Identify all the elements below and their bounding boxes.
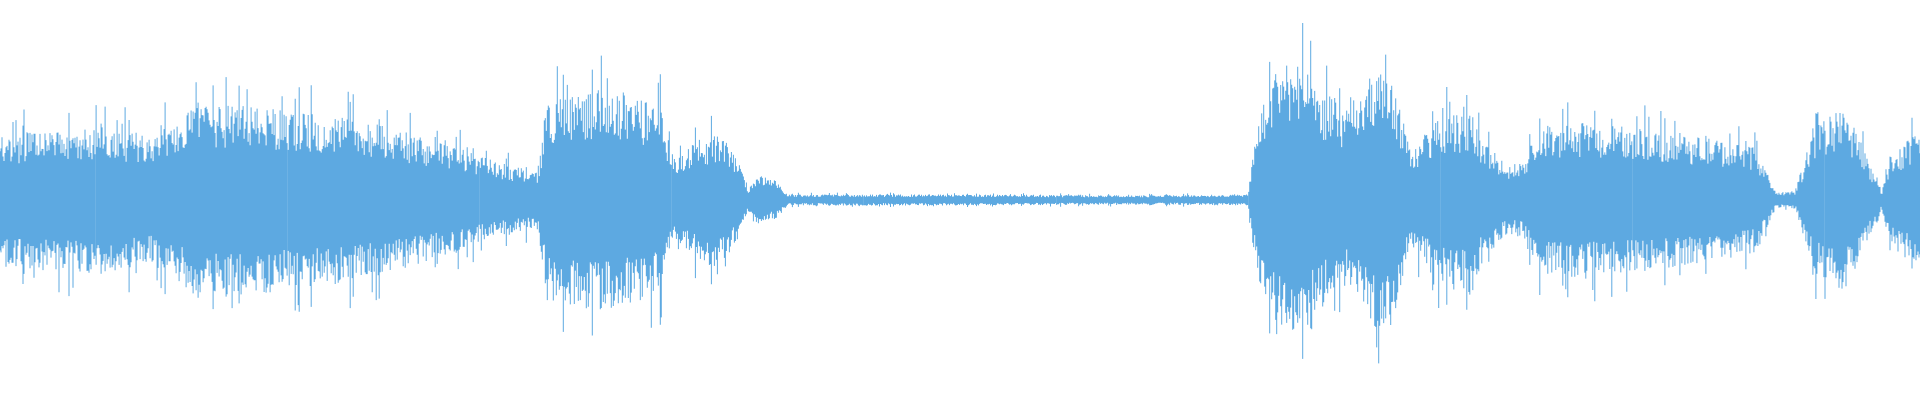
waveform-trace — [0, 23, 1920, 364]
